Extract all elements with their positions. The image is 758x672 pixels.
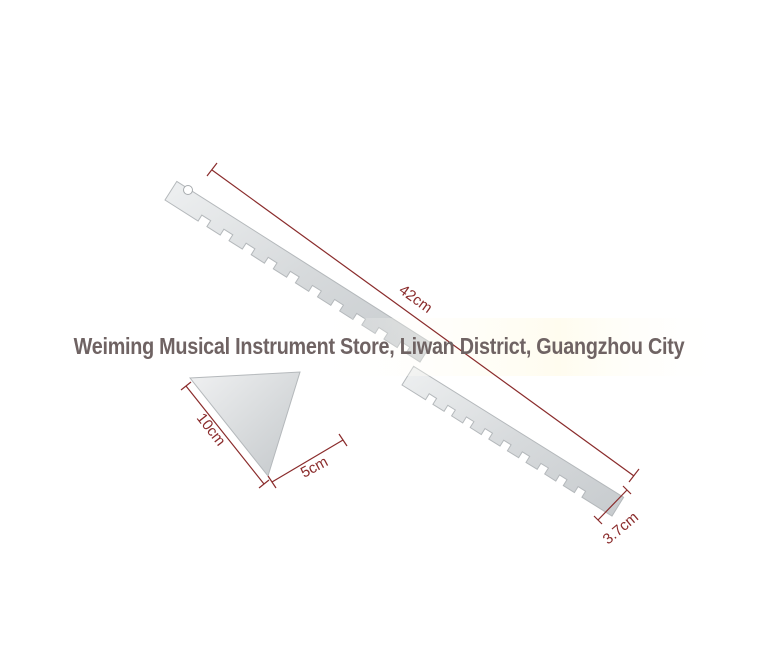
- ruler-lower: [401, 365, 625, 517]
- label-ruler-length: 42cm: [396, 281, 436, 316]
- label-ruler-width: 3.7cm: [600, 509, 642, 548]
- watermark-band: [300, 318, 730, 376]
- ruler-hang-hole: [183, 185, 193, 195]
- label-triangle-base: 5cm: [298, 453, 331, 481]
- dimension-line-triangle-height: [180, 381, 270, 489]
- dimension-line-width: [593, 485, 632, 525]
- triangle-gauge: [189, 371, 301, 478]
- dimension-line-triangle-base: [267, 433, 348, 489]
- dimension-line-length: [206, 162, 640, 483]
